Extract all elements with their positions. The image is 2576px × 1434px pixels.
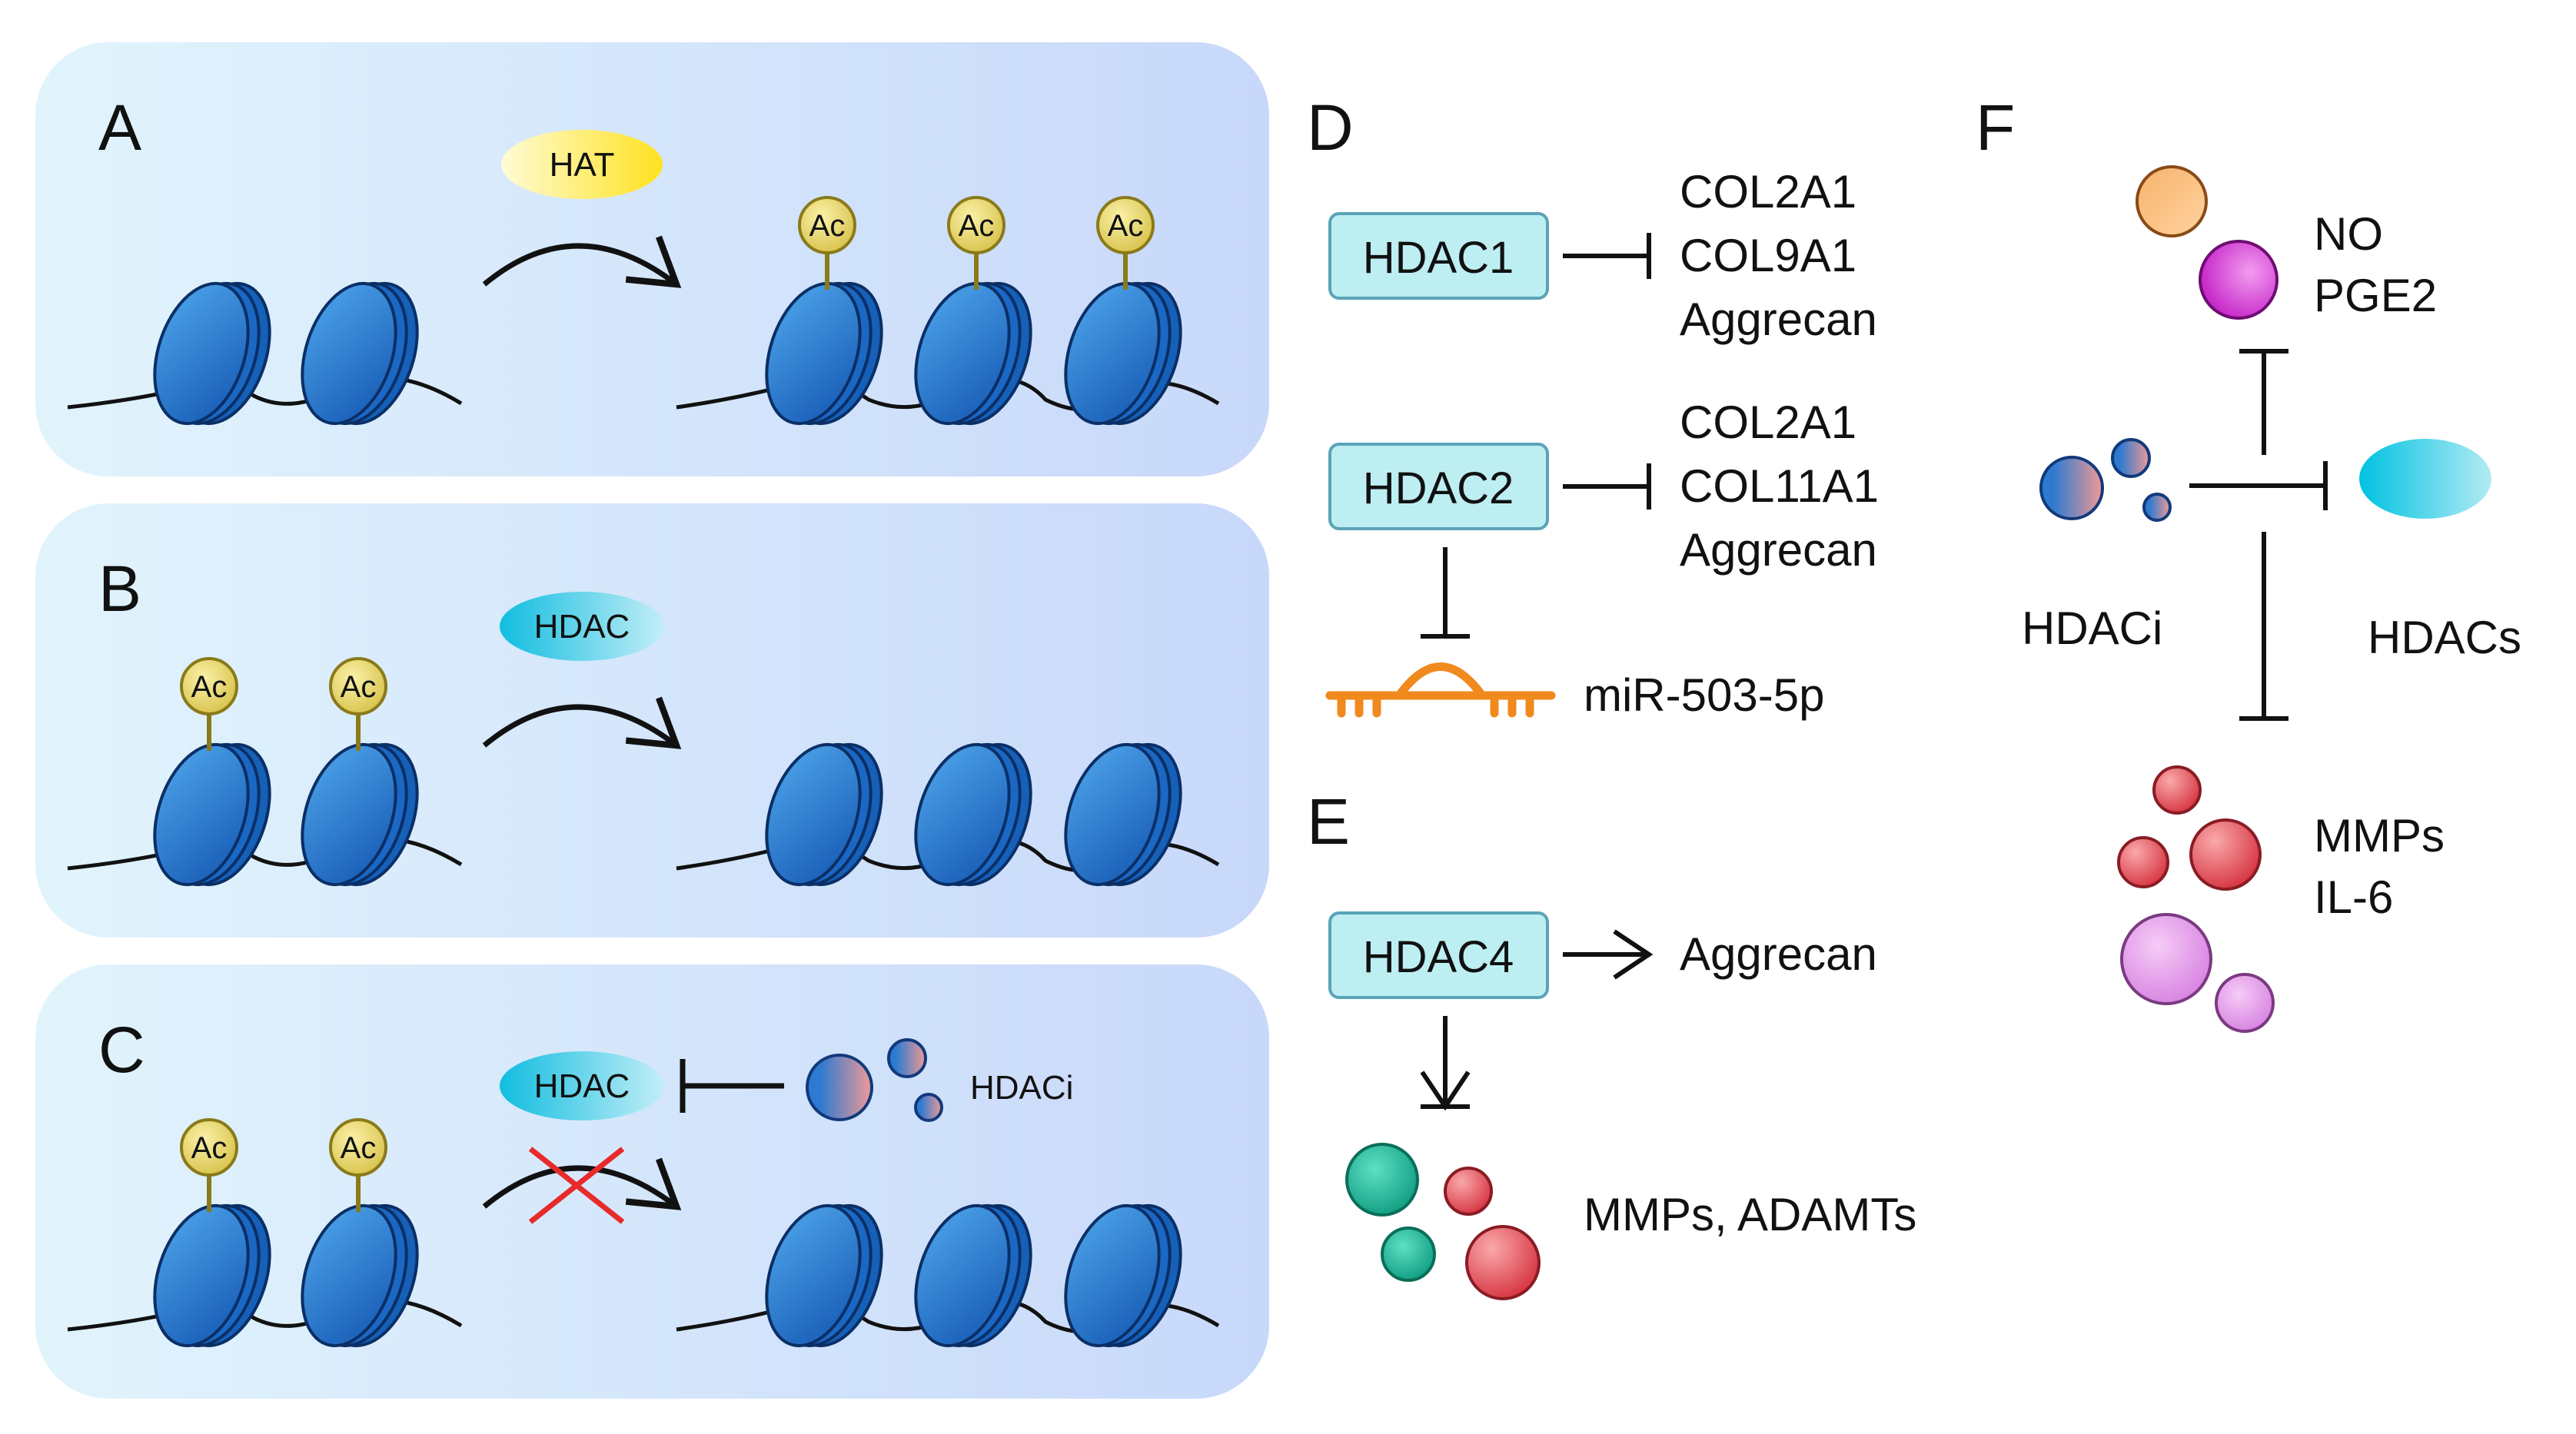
panel-e-letter: E xyxy=(1307,785,1350,858)
panel-d: D HDAC1 COL2A1 COL9A1 Aggrecan HDAC2 COL… xyxy=(1307,91,1879,721)
hdac2-target: COL2A1 xyxy=(1680,397,1856,448)
panel-a: A HAT Ac Ac Ac xyxy=(35,42,1269,476)
red-cross-stroke-2 xyxy=(528,1147,625,1224)
mediator-label: PGE2 xyxy=(2314,270,2437,321)
acetyl-label: Ac xyxy=(959,209,995,243)
protease-cluster-icon xyxy=(1345,1143,1541,1300)
panel-f: F NO PGE2 HDACi HDACs MMPs IL-6 xyxy=(1976,91,2521,1033)
hdac-enzyme-label: HDAC xyxy=(534,1067,630,1105)
protease-label: MMPs, ADAMTs xyxy=(1584,1189,1916,1240)
hdac2-target: Aggrecan xyxy=(1680,524,1877,576)
panel-f-letter: F xyxy=(1976,91,2015,164)
mirna-label: miR-503-5p xyxy=(1584,669,1824,721)
mmp-label: IL-6 xyxy=(2314,871,2393,923)
hat-enzyme-label: HAT xyxy=(550,146,615,184)
blocked-arrow xyxy=(482,1157,682,1210)
panel-e: E HDAC4 Aggrecan MMPs, ADAMTs xyxy=(1307,785,1916,1300)
deacetylation-arrow xyxy=(482,696,682,749)
acetyl-label: Ac xyxy=(1108,209,1144,243)
acetyl-label: Ac xyxy=(341,670,377,704)
hdac1-target: COL9A1 xyxy=(1680,230,1856,281)
hdaci-label: HDACi xyxy=(970,1069,1073,1107)
acetylation-arrow xyxy=(482,235,682,288)
acetyl-label: Ac xyxy=(809,209,846,243)
hdacs-enzyme-oval xyxy=(2359,439,2491,519)
acetyl-label: Ac xyxy=(341,1131,377,1165)
hdac4-box xyxy=(1328,911,1549,999)
hdac4-label: HDAC4 xyxy=(1363,932,1514,982)
hdac4-activation-arrowhead xyxy=(1613,929,1654,980)
mediator-label: NO xyxy=(2314,208,2383,260)
acetyl-label: Ac xyxy=(191,670,228,704)
mediator-molecules-icon xyxy=(2136,165,2279,320)
acetyl-label: Ac xyxy=(191,1131,228,1165)
mirna-icon xyxy=(1325,662,1556,718)
panel-b: B HDAC Ac Ac xyxy=(35,503,1269,938)
hdac-enzyme-oval xyxy=(500,592,664,661)
hdacs-label: HDACs xyxy=(2368,612,2521,663)
hdac2-target: COL11A1 xyxy=(1680,460,1879,512)
hdac1-target: COL2A1 xyxy=(1680,166,1856,217)
hdac2-label: HDAC2 xyxy=(1363,463,1514,513)
hdac4-target: Aggrecan xyxy=(1680,928,1877,980)
hdaci-molecules-f xyxy=(2039,438,2172,522)
hdac1-target: Aggrecan xyxy=(1680,294,1877,345)
mmp-cluster-icon xyxy=(2117,765,2275,1033)
hdac-enzyme-oval xyxy=(500,1051,664,1120)
hdac1-box xyxy=(1328,212,1549,300)
hdac-enzyme-label: HDAC xyxy=(534,608,630,646)
hdac1-label: HDAC1 xyxy=(1363,233,1514,283)
hdaci-label-f: HDACi xyxy=(2022,602,2162,654)
panel-c: C HDAC HDACi Ac Ac xyxy=(35,964,1269,1399)
mmp-label: MMPs xyxy=(2314,810,2445,861)
hdac2-box xyxy=(1328,443,1549,530)
panel-d-letter: D xyxy=(1307,91,1354,164)
panel-a-letter: A xyxy=(98,91,141,164)
panel-c-letter: C xyxy=(98,1014,145,1086)
hat-enzyme-oval xyxy=(501,130,663,199)
panel-b-letter: B xyxy=(98,553,141,625)
